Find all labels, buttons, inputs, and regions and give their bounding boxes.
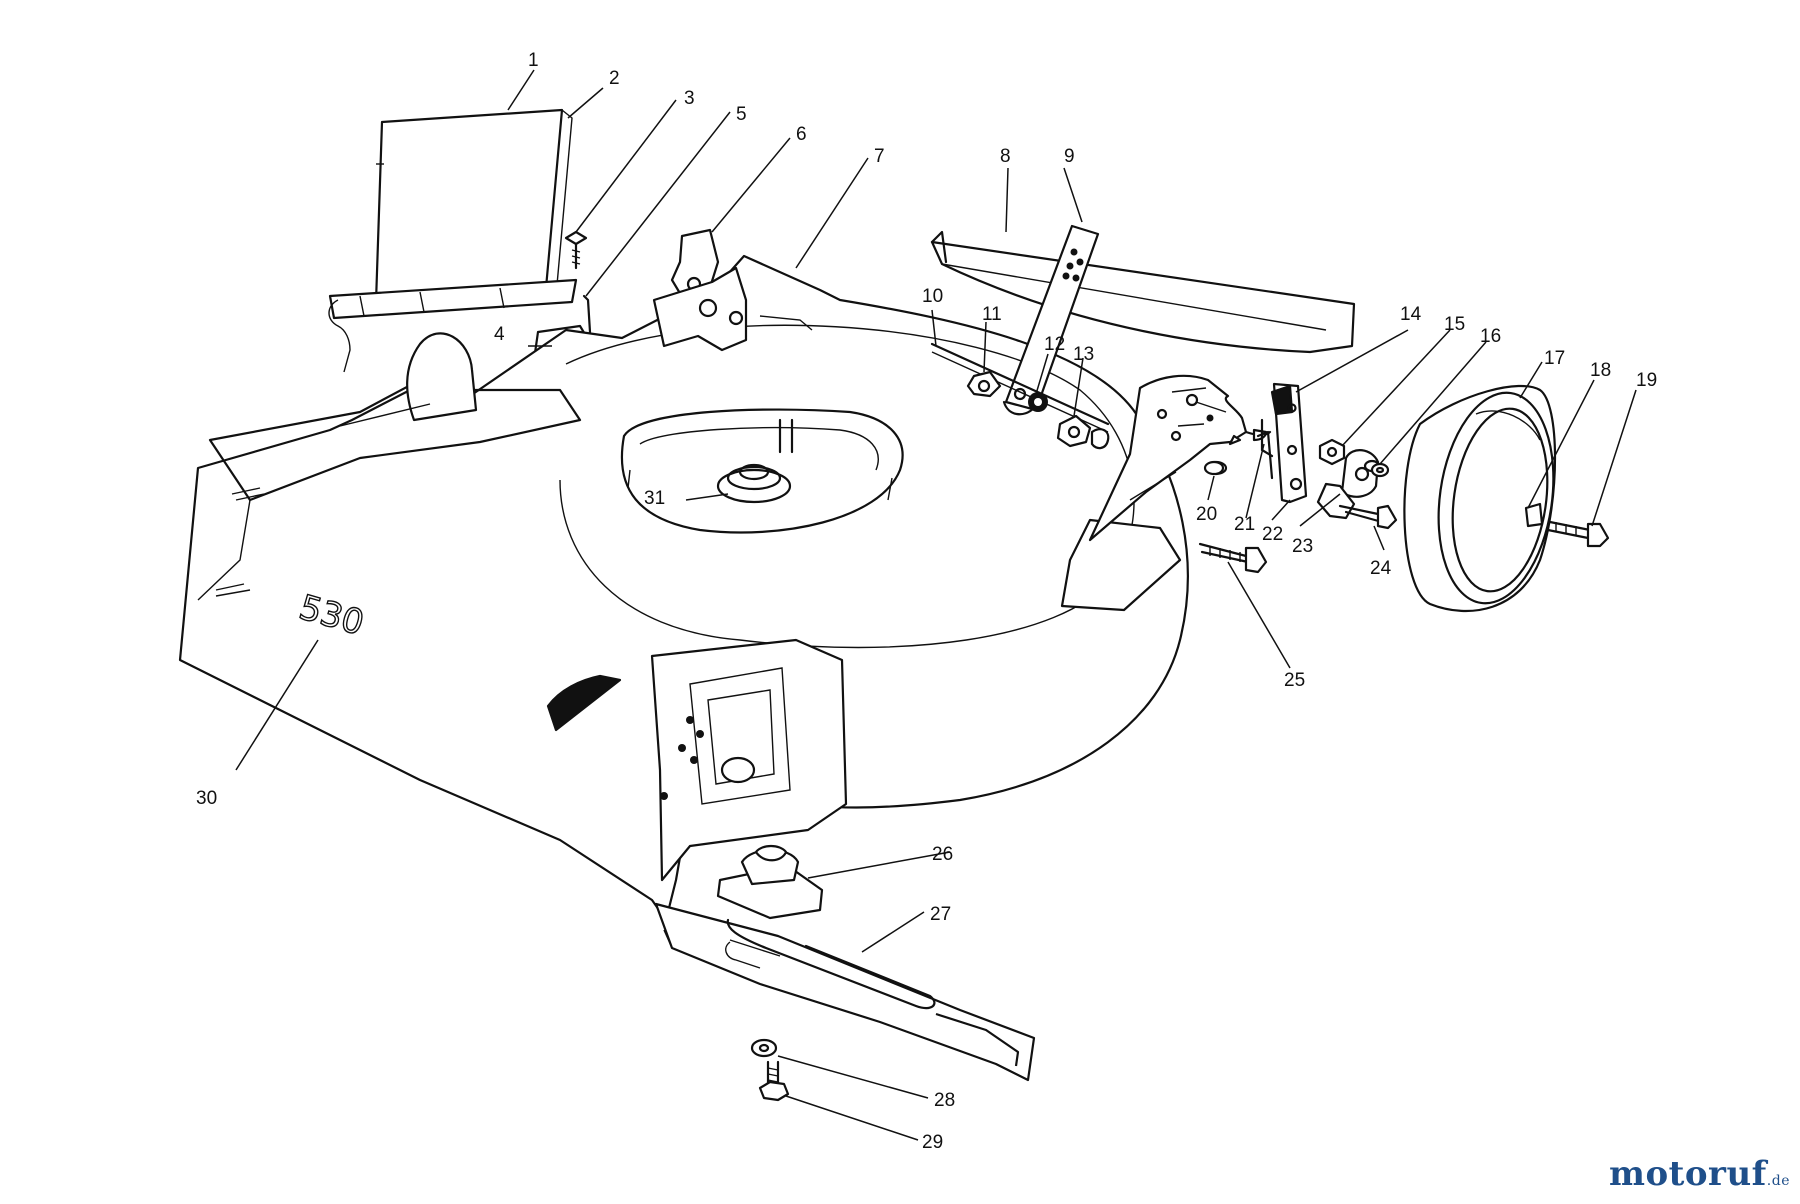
callout-10: 10 <box>922 286 943 307</box>
callout-22: 22 <box>1262 524 1283 545</box>
callout-9: 9 <box>1064 146 1075 167</box>
callout-19: 19 <box>1636 370 1657 391</box>
callout-24: 24 <box>1370 558 1392 579</box>
callout-16: 16 <box>1480 326 1501 347</box>
axle-nut-and-washers <box>1318 438 1390 498</box>
callout-numbers: 1 2 3 5 6 7 8 9 10 11 12 13 4 14 15 16 1… <box>196 50 1657 1153</box>
callout-8: 8 <box>1000 146 1011 167</box>
grass-deflector-part <box>328 108 578 373</box>
callout-14: 14 <box>1400 304 1422 325</box>
callout-2: 2 <box>609 68 620 89</box>
callout-27: 27 <box>930 904 951 925</box>
callout-17: 17 <box>1544 348 1565 369</box>
callout-4: 4 <box>494 324 505 345</box>
watermark-name: motoruf <box>1609 1154 1767 1194</box>
rear-wheel <box>1403 384 1610 613</box>
callout-21: 21 <box>1234 514 1255 535</box>
blade-assembly <box>654 844 1036 1102</box>
callout-28: 28 <box>934 1090 955 1111</box>
callout-6: 6 <box>796 124 807 145</box>
watermark-tld: .de <box>1766 1173 1790 1189</box>
callout-23: 23 <box>1292 536 1313 557</box>
rear-trim-panel <box>930 230 1356 354</box>
height-adjust-plate <box>1270 382 1308 504</box>
callout-20: 20 <box>1196 504 1217 525</box>
callout-leader-lines <box>235 69 1637 1141</box>
callout-18: 18 <box>1590 360 1611 381</box>
callout-29: 29 <box>922 1132 943 1153</box>
rear-axle-hardware <box>930 342 1110 450</box>
callout-12: 12 <box>1044 334 1065 355</box>
callout-15: 15 <box>1444 314 1465 335</box>
callout-1: 1 <box>528 50 539 71</box>
callout-26: 26 <box>932 844 953 865</box>
callout-5: 5 <box>736 104 747 125</box>
callout-3: 3 <box>684 88 695 109</box>
watermark-logo: motoruf.de <box>1609 1154 1790 1194</box>
callout-11: 11 <box>982 304 1002 325</box>
callout-30: 30 <box>196 788 217 809</box>
callout-7: 7 <box>874 146 885 167</box>
bolts <box>1198 482 1398 574</box>
mower-deck-housing <box>178 254 1189 922</box>
callout-13: 13 <box>1073 344 1094 365</box>
washer-and-pin <box>1203 430 1274 480</box>
callout-25: 25 <box>1284 670 1305 691</box>
callout-31: 31 <box>644 488 665 509</box>
